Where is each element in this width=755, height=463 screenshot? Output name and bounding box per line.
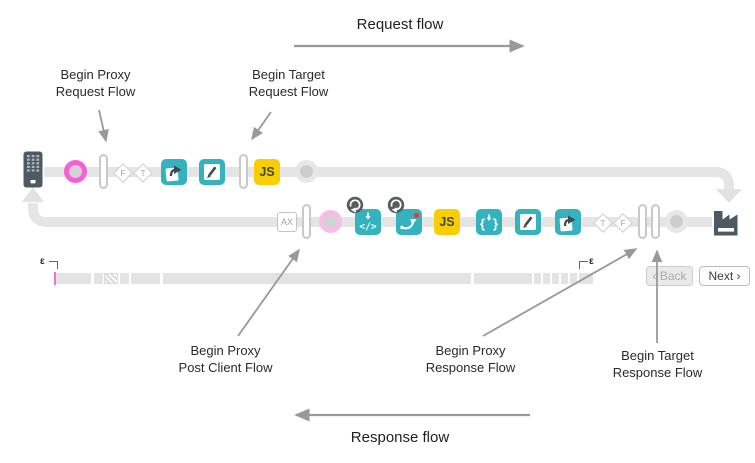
timeline-segment[interactable] [56,273,91,284]
timeline-segment[interactable] [163,273,471,284]
callout-policy-icon-request[interactable] [161,159,187,185]
label-begin-target-request-flow: Begin Target Request Flow [248,67,329,99]
response-end-circle[interactable] [665,210,688,233]
label-begin-proxy-post-client-flow: Begin Proxy Post Client Flow [178,343,273,375]
response-start-circle[interactable] [319,210,342,233]
epsilon-right-label: ε [589,256,594,267]
begin-proxy-request-flow-marker[interactable] [99,154,108,189]
request-flow-title: Request flow [356,16,444,33]
label-begin-target-response-flow: Begin Target Response Flow [612,348,703,380]
label-begin-proxy-request-flow: Begin Proxy Request Flow [55,67,136,99]
analytics-ax-badge[interactable]: AX [277,212,297,232]
back-button[interactable]: ‹ Back [646,266,693,286]
request-flow-arrowhead [716,189,742,203]
js-policy-icon-response[interactable]: JS [434,209,460,235]
route-policy-icon[interactable] [396,209,422,235]
js-policy-icon-request[interactable]: JS [254,159,280,185]
response-flow-title: Response flow [350,429,450,446]
timeline-segment[interactable] [561,273,568,284]
timeline-segment[interactable] [534,273,541,284]
timeline-segment[interactable] [579,273,593,284]
timeline-segment[interactable] [570,273,577,284]
next-button[interactable]: Next › [699,266,750,286]
assign-message-policy-icon-request[interactable] [199,159,225,185]
forward-arrow-page-icon [165,165,182,182]
braces-down-arrow-icon: { } [480,214,498,231]
timeline-cursor[interactable] [54,272,56,285]
extract-variables-policy-icon[interactable]: </> [355,209,381,235]
epsilon-left-label: ε [40,256,45,267]
repeat-badge-icon [387,196,405,214]
pencil-icon [204,164,220,180]
request-start-circle[interactable] [64,160,87,183]
json-policy-icon[interactable]: { } [476,209,502,235]
request-flow-track [44,167,734,191]
forward-arrow-page-icon [559,215,576,232]
client-phone-icon[interactable] [23,151,43,188]
svg-text:}: } [493,216,498,231]
begin-target-request-flow-marker[interactable] [239,154,248,189]
begin-proxy-response-flow-marker[interactable] [638,204,647,239]
label-begin-proxy-response-flow: Begin Proxy Response Flow [425,343,516,375]
backend-factory-icon[interactable] [711,204,741,238]
code-down-arrow-icon: </> [359,212,377,233]
epsilon-left-bracket [49,261,58,269]
curved-arrow-red-dot-icon [400,212,420,230]
timeline-segment[interactable] [94,273,103,284]
svg-text:{: { [480,216,485,231]
callout-policy-icon-response[interactable] [555,209,581,235]
response-flow-track [28,203,712,227]
timeline-segment[interactable] [543,273,550,284]
timeline-segment[interactable] [474,273,532,284]
begin-target-response-flow-marker[interactable] [651,204,660,239]
timeline-segment[interactable] [552,273,559,284]
response-flow-arrowhead [22,187,44,202]
timeline-segment[interactable] [131,273,160,284]
begin-proxy-post-client-flow-marker[interactable] [302,204,311,239]
repeat-badge-icon [346,196,364,214]
pencil-icon [520,214,536,230]
epsilon-right-bracket [579,261,588,269]
timeline-segment[interactable] [120,273,129,284]
assign-message-policy-icon-response[interactable] [515,209,541,235]
request-end-circle[interactable] [295,160,318,183]
svg-text:</>: </> [359,222,376,233]
timeline-hatched-segment[interactable] [104,273,118,284]
